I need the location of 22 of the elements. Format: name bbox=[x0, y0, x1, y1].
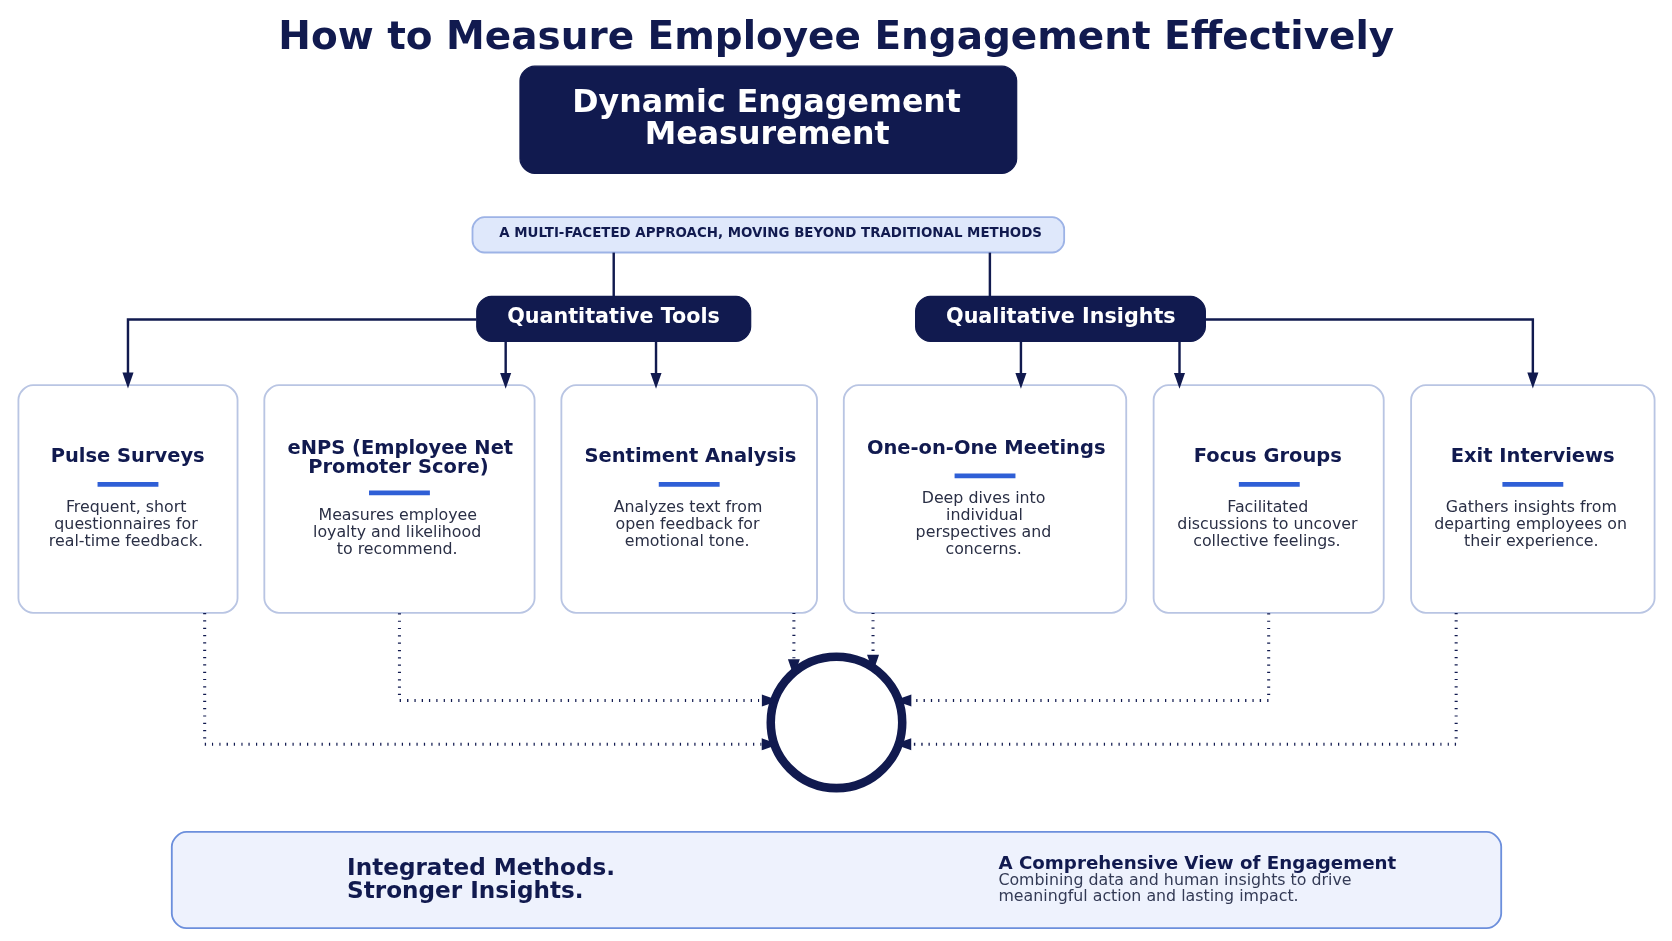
arrow bbox=[1204, 317, 1538, 388]
arrow bbox=[202, 612, 779, 750]
arrow bbox=[1014, 341, 1026, 389]
diagram-title: How to Measure Employee Engagement Effectively bbox=[277, 12, 1394, 58]
node-box: Qualitative Insights bbox=[914, 295, 1206, 342]
arrow bbox=[121, 317, 476, 388]
node-box: Focus Groups Facilitated discussions to uncover collective feelings. bbox=[1152, 383, 1385, 614]
connector bbox=[612, 252, 615, 296]
connector bbox=[988, 252, 991, 296]
node-box: Pulse Surveys Frequent, short questionnaires for real-time feedback. bbox=[17, 383, 238, 614]
arrow bbox=[1173, 341, 1185, 389]
node-box: Exit Interviews Gathers insights from departing employees on their experience. bbox=[1409, 383, 1655, 614]
arrow bbox=[397, 612, 779, 706]
node-box: eNPS (Employee Net Promoter Score) Measures employee loyalty and likelihood to recommend. bbox=[262, 383, 535, 614]
node-box: A MULTI-FACETED APPROACH, MOVING BEYOND TRADITIONAL METHODS bbox=[471, 215, 1065, 253]
node-box: Dynamic Engagement Measurement bbox=[518, 65, 1017, 174]
arrow bbox=[499, 341, 511, 389]
node-box: One-on-One Meetings Deep dives into individual perspectives and concerns. bbox=[842, 383, 1127, 614]
node-box: Sentiment Analysis Analyzes text from open feedback for emotional tone. bbox=[559, 383, 818, 614]
arrow bbox=[649, 341, 662, 389]
node-box: Quantitative Tools bbox=[475, 295, 751, 342]
node-box: Integrated Methods. Stronger Insights. A Comprehensive View of Engagement Combining data and human insights to drive meaningful action and lasting impact. bbox=[170, 830, 1502, 929]
